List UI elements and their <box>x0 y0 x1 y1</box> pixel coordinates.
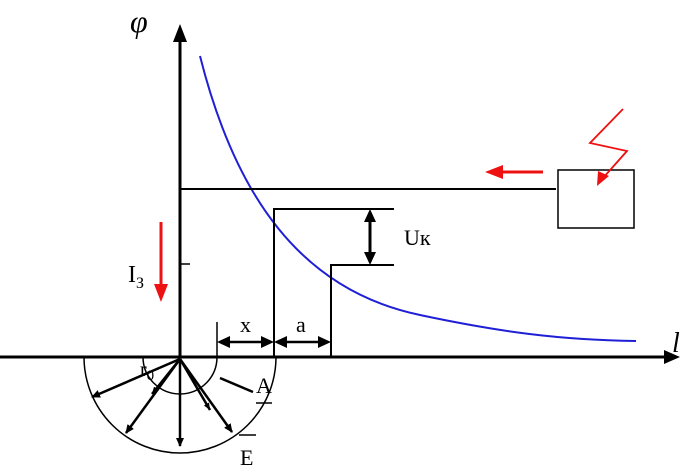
x-arrowhead-right <box>261 336 274 348</box>
a-arrowhead-right <box>318 336 331 348</box>
y-axis-arrowhead <box>173 24 187 42</box>
field-e-label: E <box>240 445 253 468</box>
phi-axis-label: φ <box>130 3 148 39</box>
field-arrow <box>178 358 212 411</box>
field-lines <box>91 357 234 447</box>
current-arrowhead <box>154 284 168 302</box>
uk-arrowhead-top <box>364 209 376 222</box>
x-arrowhead-left <box>217 336 230 348</box>
radius-label: r0 <box>140 359 154 384</box>
lightning-bolt-icon <box>588 108 629 186</box>
point-a-leader <box>219 376 254 394</box>
current-label: IЗ <box>128 262 144 292</box>
step-profile <box>273 208 394 357</box>
distance-a-label: a <box>296 312 306 337</box>
distance-x-label: x <box>240 312 251 337</box>
fault-direction-arrowhead <box>485 165 503 179</box>
field-arrow <box>91 357 181 399</box>
uk-arrowhead-bottom <box>364 252 376 265</box>
l-axis-label: l <box>672 328 680 359</box>
point-a-label: A <box>256 373 272 398</box>
electrode-box <box>557 169 635 229</box>
step-profile-lower <box>330 264 394 357</box>
x-axis-arrowhead <box>664 350 680 364</box>
field-arrow <box>151 358 181 395</box>
field-arrow <box>178 358 234 433</box>
potential-curve <box>199 55 637 342</box>
a-arrowhead-left <box>274 336 287 348</box>
outer-hemisphere <box>83 356 277 454</box>
voltage-label: Uк <box>404 225 431 250</box>
